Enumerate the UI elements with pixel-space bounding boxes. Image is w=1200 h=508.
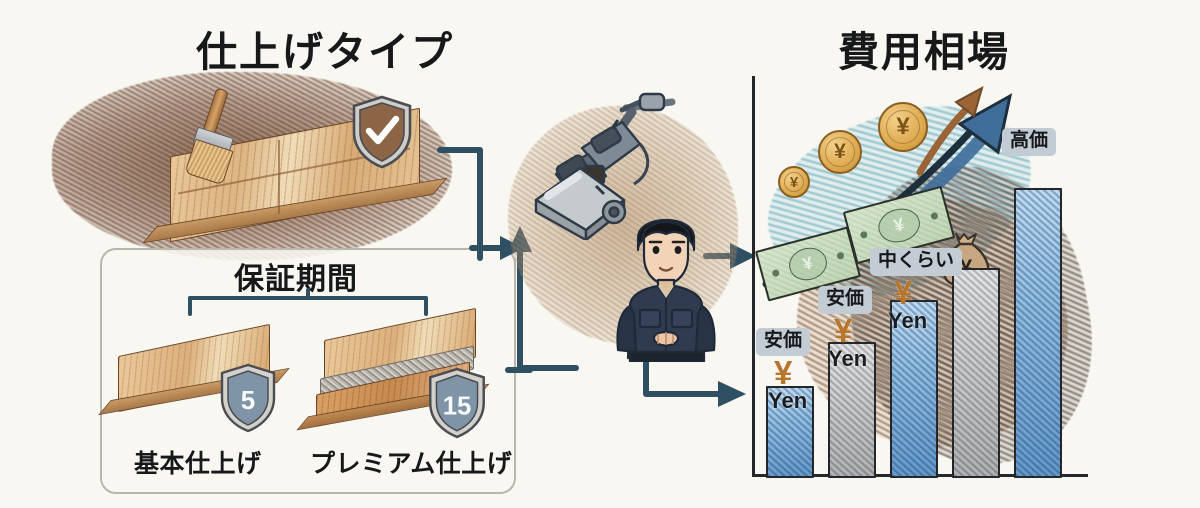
warranty-bracket: [188, 288, 428, 316]
bar-1: [766, 386, 814, 478]
warranty-shield-value-basic: 5: [241, 385, 255, 415]
arrow-worker-to-chart: [643, 357, 746, 407]
coin-icon: ¥: [778, 166, 810, 198]
bar-yen-word-1: Yen: [768, 388, 808, 413]
page-title-left: 仕上げタイプ: [196, 29, 454, 75]
bar-yen-word-2: Yen: [828, 346, 868, 371]
coin-yen-symbol: ¥: [789, 173, 799, 191]
paintbrush-icon: [182, 87, 252, 186]
bar-label-1: 安価: [756, 328, 811, 356]
check-shield-icon: [350, 94, 414, 170]
bar-label-3: 中くらい: [870, 248, 963, 276]
coin-icon: ¥: [818, 130, 862, 174]
warranty-panel-heading: 保証期間: [234, 263, 358, 296]
basic-finish-label: 基本仕上げ: [134, 450, 262, 478]
banknote-yen-symbol: ¥: [785, 243, 831, 285]
page-title-right: 費用相場: [838, 29, 1010, 75]
trend-arrow-brown: [916, 85, 984, 176]
warranty-shield-premium: 15: [426, 366, 488, 440]
bar-yen-symbol-3: ¥: [894, 274, 913, 311]
coin-yen-symbol: ¥: [834, 140, 846, 163]
bar-yen-symbol-1: ¥: [774, 354, 793, 391]
bar-3: [890, 300, 938, 478]
bar-5: [1014, 188, 1062, 478]
warranty-shield-basic: 5: [218, 362, 278, 434]
coin-icon: ¥: [878, 102, 928, 152]
bar-4: [952, 268, 1000, 478]
warranty-shield-value-premium: 15: [443, 392, 472, 420]
premium-finish-label: プレミアム仕上げ: [310, 450, 513, 478]
bar-2: [828, 342, 876, 478]
cost-chart: ¥ ¥ ¥ ¥ ¥ ¥ 安: [743, 69, 1113, 486]
bar-yen-word-3: Yen: [888, 308, 928, 333]
chart-y-axis: [752, 76, 755, 476]
arrow-warranty-tail: [505, 367, 533, 373]
coin-yen-symbol: ¥: [896, 113, 910, 140]
bar-label-2: 安価: [818, 286, 873, 314]
banknote-yen-symbol: ¥: [874, 203, 924, 247]
bar-yen-symbol-2: ¥: [834, 312, 853, 349]
bar-label-5: 高価: [1002, 128, 1057, 156]
worker-person-icon: [600, 198, 732, 364]
floor-sander-machine-icon: [522, 88, 688, 242]
